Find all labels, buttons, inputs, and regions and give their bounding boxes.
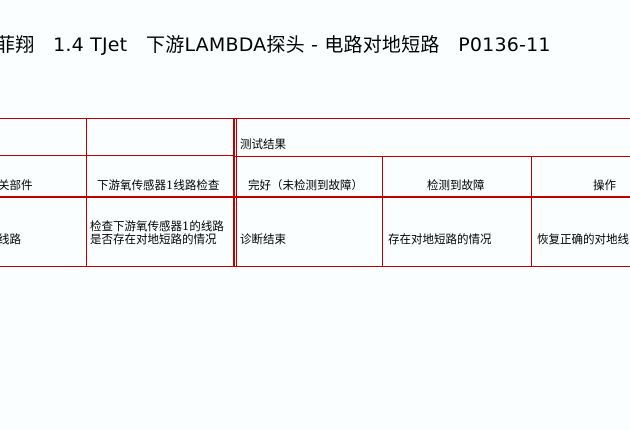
header-group-test-result: 测试结果 <box>240 138 286 151</box>
col-header-ok: 完好（未检测到故障） <box>248 179 363 192</box>
row-check-description: 检查下游氧传感器1的线路是否存在对地短路的情况 <box>90 220 224 246</box>
table-bottom-rule <box>0 266 630 267</box>
col-header-action: 操作 <box>593 179 616 192</box>
row-components: 线路 <box>0 233 21 246</box>
col-divider-1 <box>86 118 87 267</box>
col-divider-2 <box>233 118 235 267</box>
col-header-fault: 检测到故障 <box>427 179 485 192</box>
row-ok-result: 诊断结束 <box>240 233 286 246</box>
col-header-components: 关部件 <box>0 179 33 192</box>
document-title: 菲翔 1.4 TJet 下游LAMBDA探头 - 电路对地短路 P0136-11 <box>0 34 551 56</box>
col-divider-4 <box>531 156 532 267</box>
table-top-rule <box>0 118 630 119</box>
group-header-rule <box>235 156 630 157</box>
row-action: 恢复正确的对地线 <box>537 233 629 246</box>
col-header-check: 下游氧传感器1线路检查 <box>97 179 220 192</box>
row-fault-result: 存在对地短路的情况 <box>388 233 492 246</box>
col-divider-2b <box>236 118 237 267</box>
col-divider-3 <box>382 156 383 267</box>
left-header-rule <box>0 155 234 156</box>
header-bottom-rule <box>0 196 630 198</box>
